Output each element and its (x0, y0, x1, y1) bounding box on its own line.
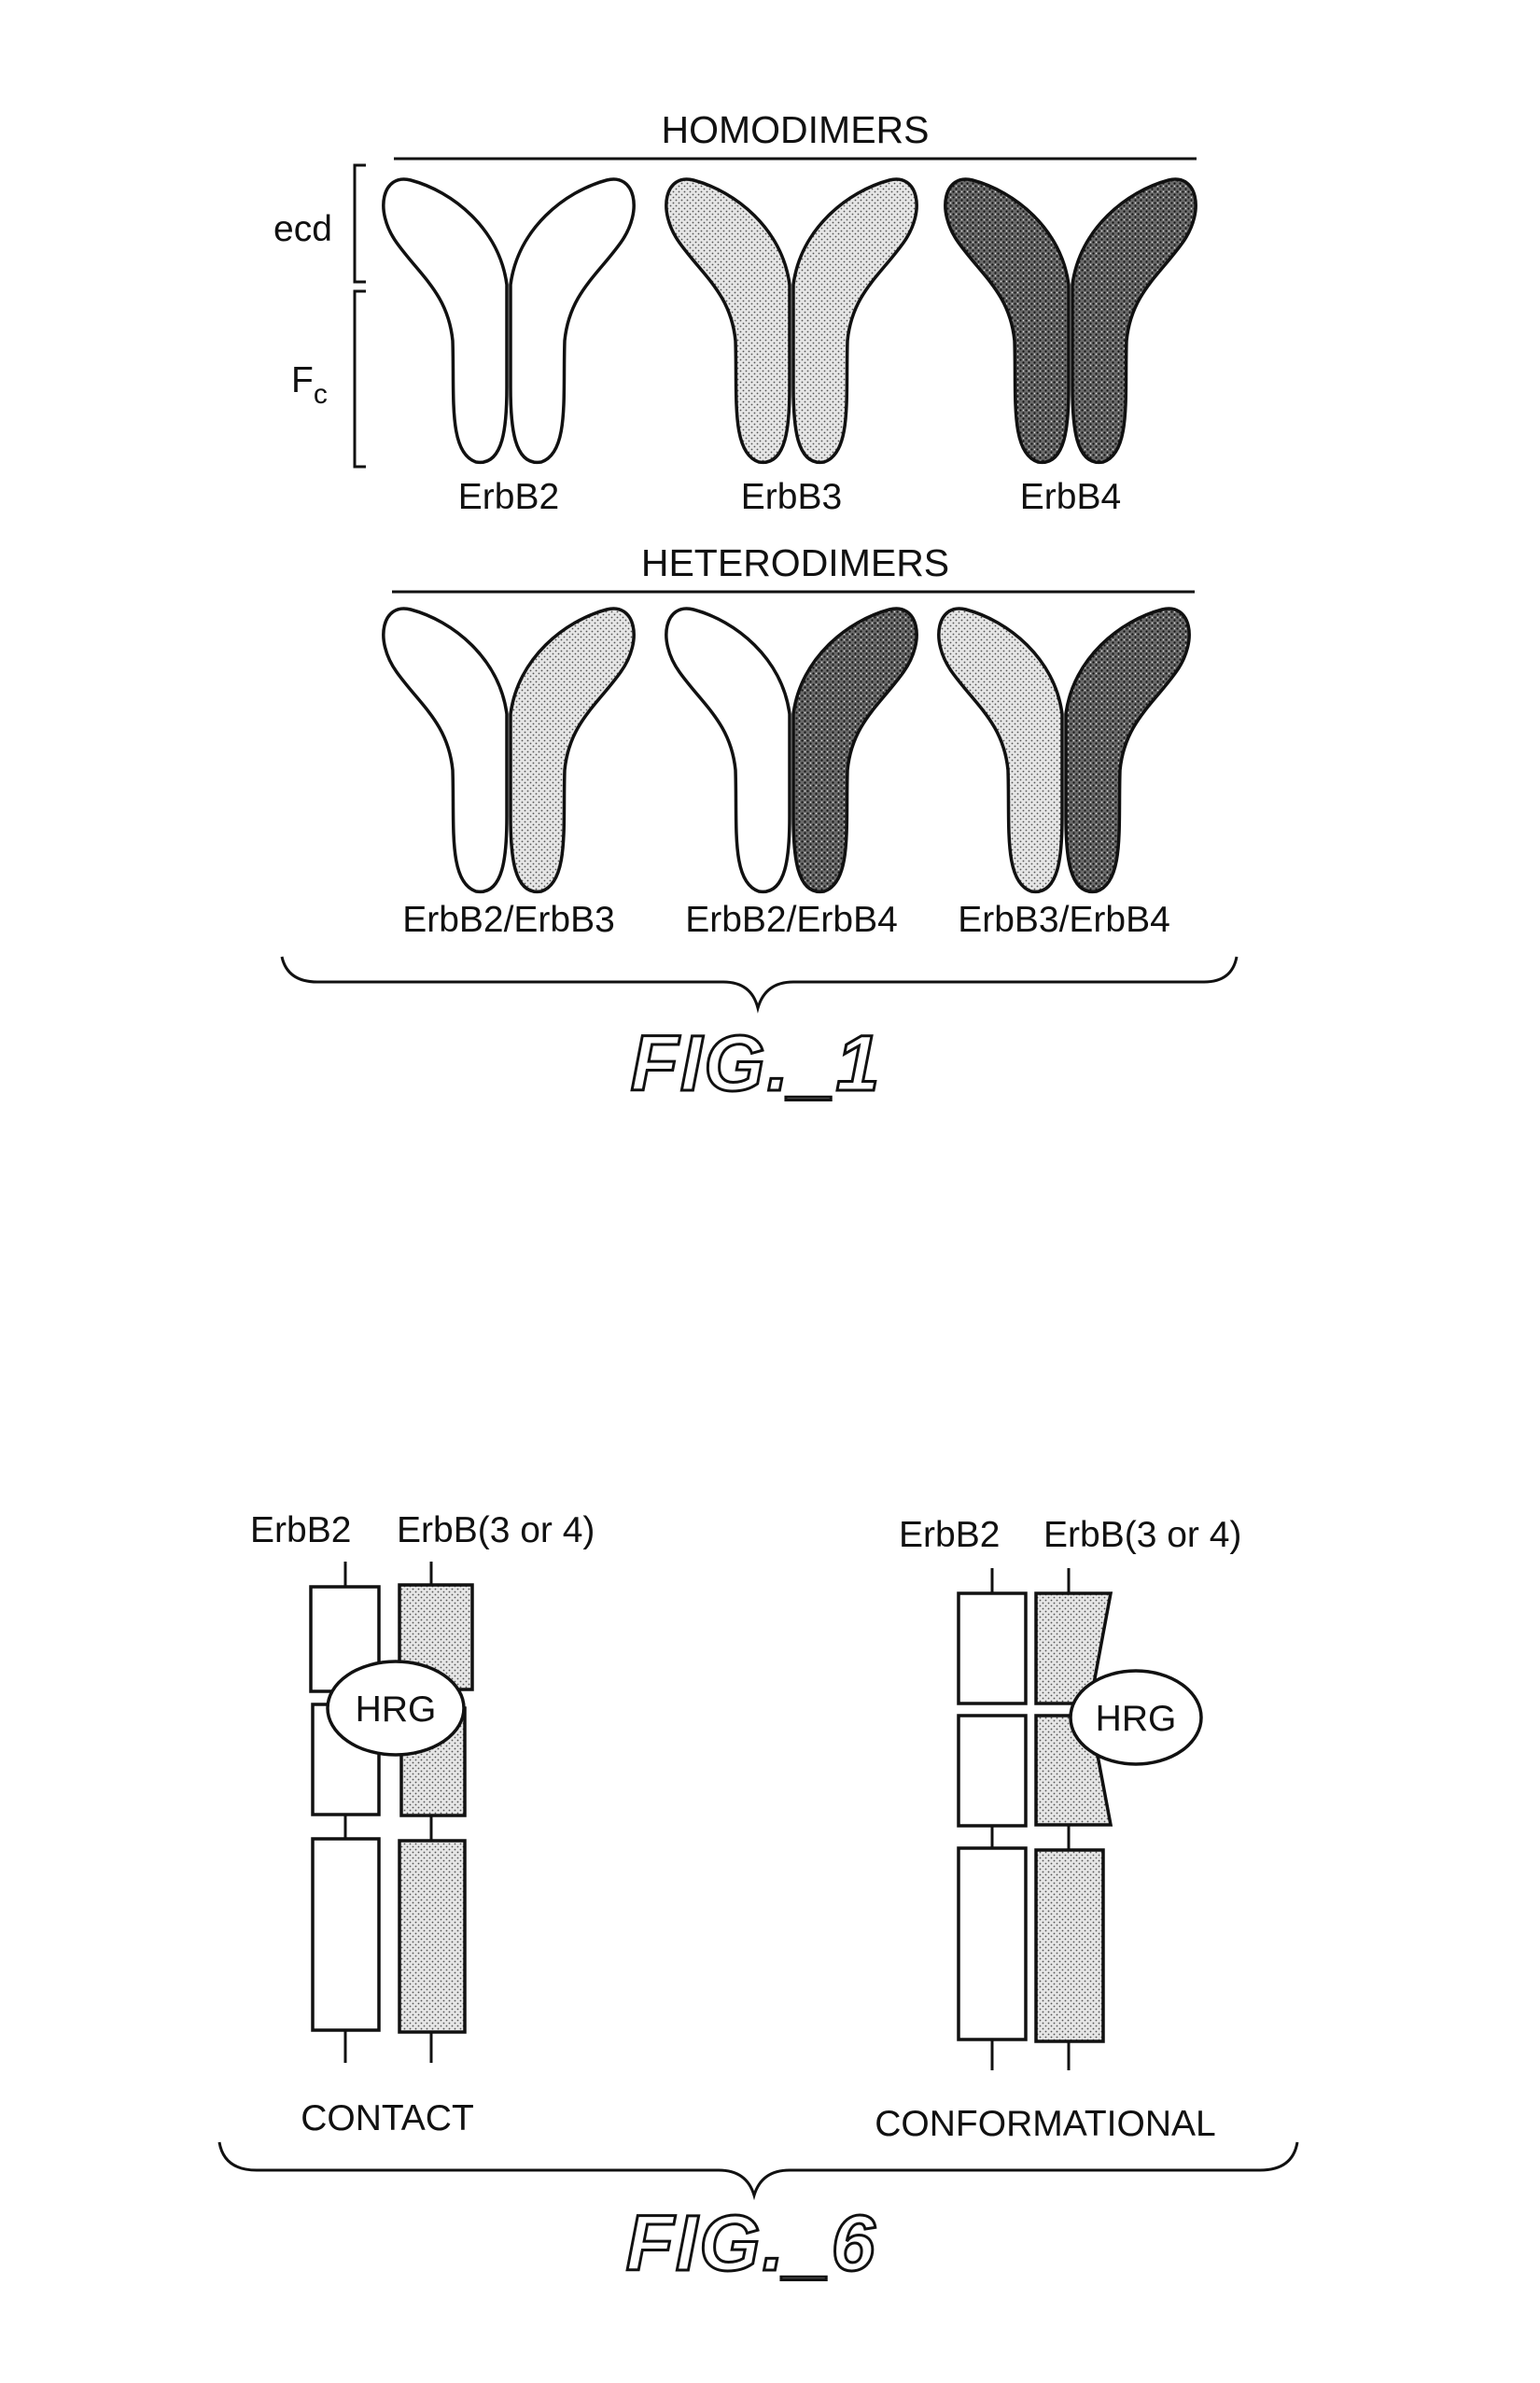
figure-6-brace (219, 2142, 1297, 2195)
figure-6-caption: FIG._6 (626, 2199, 877, 2287)
heterodimer-right-monomer (793, 609, 917, 891)
contact-hrg-label: HRG (356, 1689, 437, 1730)
homodimer-row: ErbB2 ErbB3 ErbB4 (384, 179, 1196, 517)
figure-1-brace (282, 957, 1237, 1008)
heterodimer-right-monomer (511, 609, 634, 891)
homodimer-left-monomer (945, 179, 1069, 462)
heterodimer-dimer: ErbB2/ErbB3 (384, 609, 634, 940)
homodimer-dimer: ErbB4 (945, 179, 1196, 517)
contact-model: ErbB2 ErbB(3 or 4) HRG CONTACT (250, 1510, 595, 2138)
heterodimer-left-monomer (666, 609, 790, 891)
heterodimers-title: HETERODIMERS (641, 541, 949, 584)
conformational-erbb2-domain-2 (959, 1716, 1026, 1826)
heterodimer-left-monomer (384, 609, 507, 891)
conformational-erbb2-domain-1 (959, 1593, 1026, 1703)
heterodimer-label: ErbB3/ErbB4 (958, 900, 1170, 940)
contact-erbb34-domain-3 (399, 1841, 465, 2032)
homodimers-title: HOMODIMERS (662, 108, 930, 151)
figure-1-caption: FIG._1 (631, 1019, 882, 1107)
conformational-erbb2-domain-3 (959, 1848, 1026, 2040)
fc-bracket (355, 291, 366, 467)
conformational-mode-label: CONFORMATIONAL (875, 2104, 1215, 2144)
ecd-label: ecd (273, 209, 332, 249)
homodimer-label: ErbB3 (741, 477, 842, 517)
heterodimer-label: ErbB2/ErbB3 (402, 900, 615, 940)
contact-mode-label: CONTACT (301, 2098, 474, 2138)
heterodimer-label: ErbB2/ErbB4 (685, 900, 898, 940)
homodimer-right-monomer (1072, 179, 1196, 462)
homodimer-right-monomer (793, 179, 917, 462)
conformational-model: ErbB2 ErbB(3 or 4) HRG CONFORMATIONAL (875, 1515, 1241, 2144)
homodimer-dimer: ErbB2 (384, 179, 634, 517)
homodimer-label: ErbB4 (1020, 477, 1121, 517)
fc-label: Fc (291, 360, 328, 410)
heterodimer-left-monomer (939, 609, 1062, 891)
conformational-erbb34-label: ErbB(3 or 4) (1043, 1515, 1241, 1555)
contact-erbb2-label: ErbB2 (250, 1510, 351, 1550)
heterodimer-row: ErbB2/ErbB3 ErbB2/ErbB4 ErbB3/ErbB4 (384, 609, 1189, 940)
conformational-erbb2-label: ErbB2 (899, 1515, 1000, 1555)
contact-erbb2-domain-3 (313, 1839, 379, 2030)
figure-1: HOMODIMERS ecd Fc ErbB2 ErbB3 ErbB4 HETERO… (273, 108, 1237, 1107)
heterodimer-dimer: ErbB2/ErbB4 (666, 609, 917, 940)
heterodimer-dimer: ErbB3/ErbB4 (939, 609, 1189, 940)
homodimer-left-monomer (666, 179, 790, 462)
conformational-erbb34-domain-3 (1036, 1850, 1103, 2041)
ecd-bracket (355, 165, 366, 282)
homodimer-label: ErbB2 (458, 477, 559, 517)
homodimer-left-monomer (384, 179, 507, 462)
contact-erbb34-label: ErbB(3 or 4) (397, 1510, 595, 1550)
homodimer-dimer: ErbB3 (666, 179, 917, 517)
conformational-hrg-label: HRG (1096, 1699, 1177, 1739)
figure-6: ErbB2 ErbB(3 or 4) HRG CONTACT ErbB2 E (219, 1510, 1297, 2287)
homodimer-right-monomer (511, 179, 634, 462)
heterodimer-right-monomer (1066, 609, 1189, 891)
